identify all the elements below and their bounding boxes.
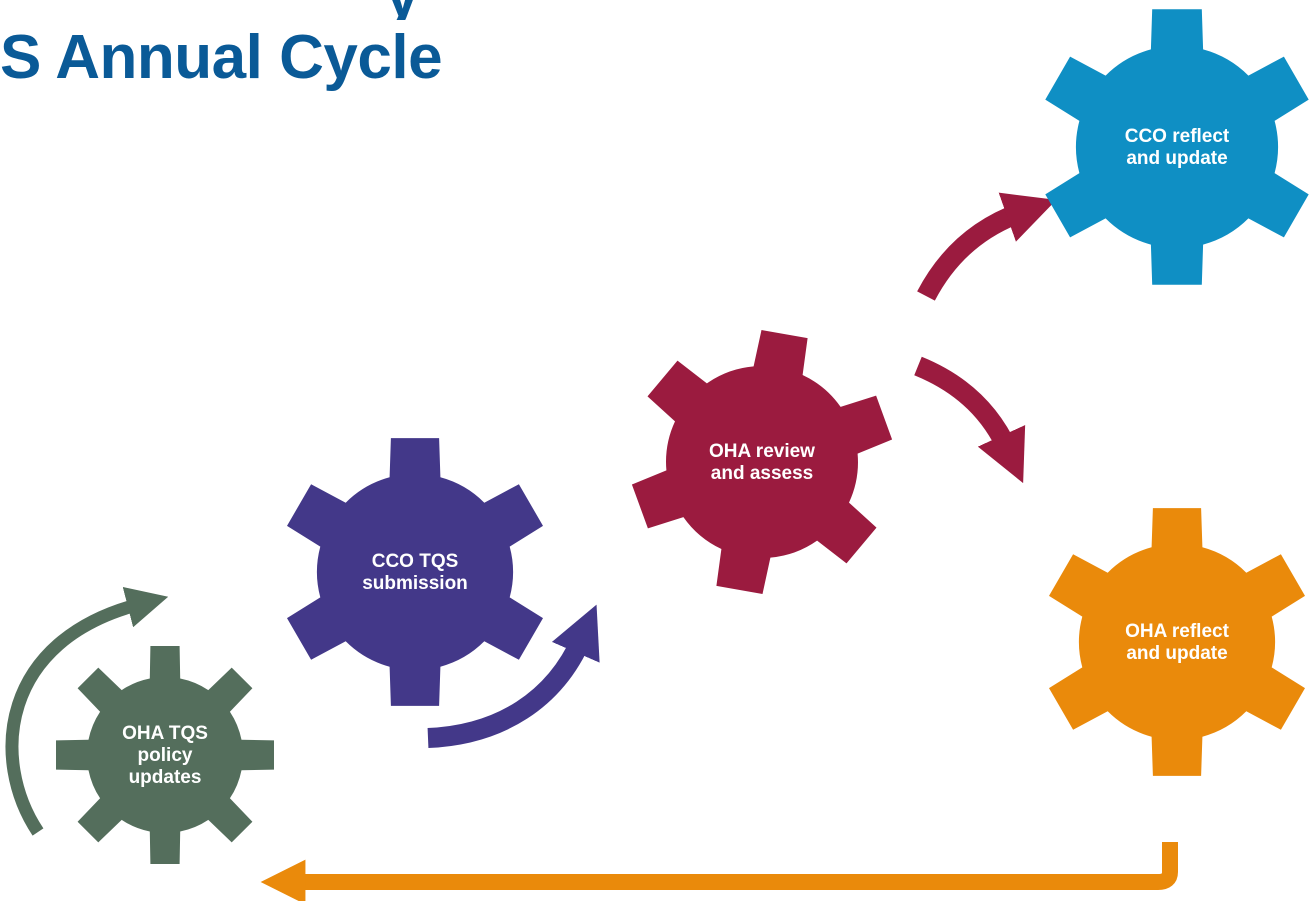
gear-label-line: CCO TQS	[372, 551, 459, 572]
gear-label-line: and assess	[711, 463, 813, 484]
arrow-review-to-cco-reflect	[917, 192, 1057, 301]
gear-label-line: OHA review	[709, 441, 815, 462]
arrow-review-to-oha-reflect	[914, 356, 1026, 484]
arrow-policy-to-submission	[5, 586, 169, 836]
gear-label-line: submission	[362, 573, 468, 594]
title-fragment: y	[385, 0, 419, 20]
gear-shape	[56, 646, 274, 864]
gear-shape	[287, 438, 543, 706]
gear-label-line: CCO reflect	[1125, 126, 1230, 147]
gear-shape	[1045, 9, 1309, 285]
arrow-submission-to-review	[427, 604, 600, 748]
gear-label-line: OHA reflect	[1125, 621, 1229, 642]
arrow-oha-reflect-to-policy	[260, 842, 1178, 901]
gear-label-line: OHA TQS	[122, 723, 208, 744]
gear-label-line: policy	[138, 745, 193, 766]
gear-label-line: updates	[129, 767, 202, 788]
gear-label-line: and update	[1126, 643, 1227, 664]
page-title: S Annual Cycle	[0, 23, 443, 92]
title-fragment-clip: y	[0, 0, 600, 20]
gear-label-line: and update	[1126, 148, 1227, 169]
gear-shape	[631, 330, 893, 594]
gear-shape	[1049, 508, 1305, 776]
